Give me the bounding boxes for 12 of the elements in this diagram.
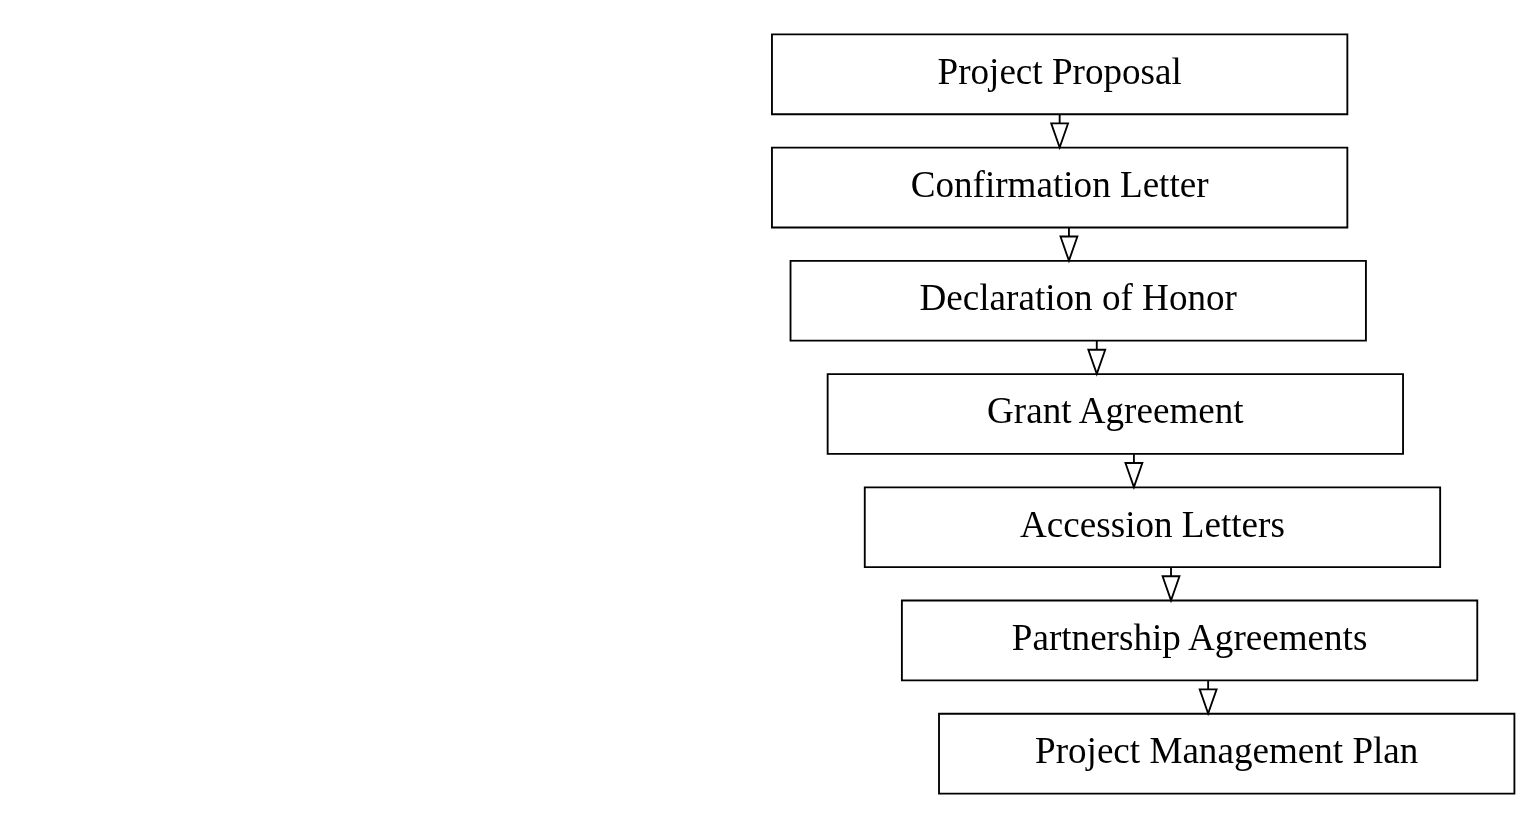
arrow — [1198, 679, 1218, 717]
arrow — [1161, 566, 1181, 604]
arrow — [1059, 226, 1079, 264]
arrow — [1124, 453, 1144, 490]
node-box: Project Proposal — [771, 33, 1349, 116]
arrow — [1087, 340, 1107, 377]
node-box: Confirmation Letter — [771, 146, 1349, 229]
node-box: Grant Agreement — [826, 373, 1404, 455]
node-box: Declaration of Honor — [789, 259, 1367, 342]
node-box: Accession Letters — [863, 486, 1442, 569]
node-box: Project Management Plan — [938, 712, 1516, 795]
node-box: Partnership Agreements — [900, 599, 1479, 682]
